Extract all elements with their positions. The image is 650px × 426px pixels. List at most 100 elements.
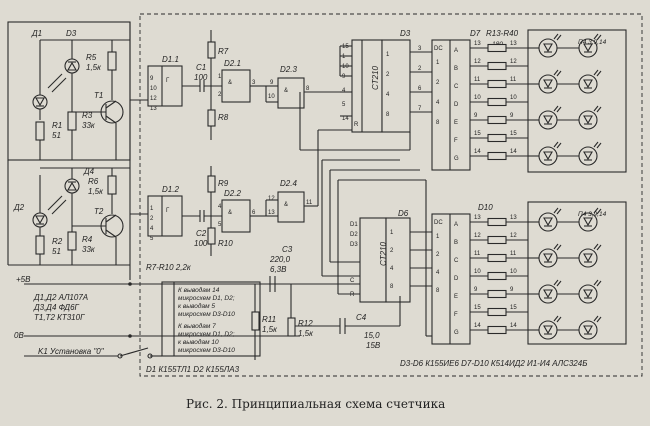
svg-text:4: 4	[386, 92, 390, 98]
pin-number: 15	[474, 131, 481, 137]
label-r9: R9	[218, 179, 229, 188]
svg-text:F: F	[454, 138, 458, 144]
value-r2: 51	[52, 247, 61, 256]
led-icon	[538, 243, 562, 268]
resistor	[487, 79, 507, 89]
svg-text:4: 4	[436, 100, 440, 106]
label-r2: R2	[52, 237, 63, 246]
svg-text:8: 8	[306, 86, 310, 92]
label-p14: П4 3,9,14	[578, 39, 607, 46]
label-c1: C1	[196, 63, 206, 72]
svg-text:4: 4	[342, 88, 346, 94]
svg-text:R: R	[350, 292, 355, 298]
svg-text:1: 1	[436, 60, 440, 66]
svg-text:9: 9	[270, 80, 274, 86]
svg-text:13: 13	[150, 106, 157, 112]
svg-text:Г: Г	[166, 208, 170, 214]
note-a1: К выводам 14	[178, 286, 220, 294]
svg-text:A: A	[454, 222, 458, 228]
svg-text:D1: D1	[350, 222, 358, 228]
pin-number: 14	[474, 149, 481, 155]
svg-text:1: 1	[390, 230, 394, 236]
label-p14-bottom: П4 3,9,14	[578, 211, 607, 218]
svg-text:5: 5	[218, 222, 222, 228]
pin-number: 9	[510, 113, 514, 119]
resistor	[487, 271, 507, 281]
label-d7: D7	[470, 29, 481, 38]
svg-text:6: 6	[252, 210, 256, 216]
svg-text:1: 1	[218, 74, 222, 80]
svg-text:&: &	[228, 80, 232, 86]
label-r7-r10: R7-R10 2,2к	[146, 263, 192, 272]
transistor-t1	[72, 100, 124, 160]
label-d10: D10	[478, 203, 493, 212]
value-r6: 1,5к	[88, 187, 104, 196]
value-r1: 51	[52, 131, 61, 140]
svg-text:DC: DC	[434, 46, 443, 52]
value-r5: 1,5к	[86, 63, 102, 72]
label-c3: C3	[282, 245, 293, 254]
svg-text:F: F	[454, 312, 458, 318]
pin-number: 14	[474, 323, 481, 329]
svg-text:4: 4	[150, 226, 154, 232]
note-b3: к выводам 10	[178, 338, 219, 346]
svg-text:2: 2	[218, 92, 222, 98]
label-0v: 0В	[14, 331, 24, 340]
label-t1: T1	[94, 91, 103, 100]
led-icon	[538, 315, 562, 340]
reset-switch-k1[interactable]	[24, 347, 162, 359]
label-d1-1: D1.1	[162, 55, 179, 64]
label-plus5: +5В	[16, 275, 31, 284]
svg-text:&: &	[228, 210, 232, 216]
svg-text:7: 7	[418, 106, 422, 112]
pin-number: 12	[474, 59, 481, 65]
label-d2-4: D2.4	[280, 179, 297, 188]
svg-text:4: 4	[218, 204, 222, 210]
svg-text:R: R	[354, 122, 359, 128]
pin-number: 12	[474, 233, 481, 239]
svg-text:9: 9	[150, 76, 154, 82]
label-d3: D3	[400, 29, 411, 38]
svg-text:1: 1	[342, 54, 346, 60]
resistor	[487, 307, 507, 317]
note-a4: микросхем D3-D10	[178, 311, 235, 318]
pin-number: 13	[510, 215, 517, 221]
svg-text:E: E	[454, 120, 458, 126]
svg-text:B: B	[454, 240, 458, 246]
value-r12: 1,5к	[298, 329, 314, 338]
parts-line-3: T1,T2 КТ310Г	[34, 313, 85, 322]
value-c4: 15,0	[364, 331, 380, 340]
label-d1-2: D1.2	[162, 185, 179, 194]
resistor-r4	[67, 231, 77, 251]
resistor-r5	[107, 51, 117, 71]
svg-text:11: 11	[306, 200, 313, 206]
note-a2: микросхем D1, D2;	[178, 295, 235, 302]
label-k1: K1 Установка "0"	[38, 347, 105, 356]
counter-d4: 1 2 4 8	[381, 39, 411, 133]
decoder-d7: DC 1 2 4 8 A B C D E F G	[431, 39, 471, 171]
svg-text:2: 2	[386, 72, 390, 78]
svg-text:8: 8	[386, 112, 390, 118]
label-r1: R1	[52, 121, 62, 130]
led-d2	[32, 175, 48, 236]
svg-text:2: 2	[390, 248, 394, 254]
svg-text:1: 1	[150, 206, 154, 212]
label-r13-r40: R13-R40	[486, 29, 519, 38]
svg-text:5: 5	[342, 102, 346, 108]
pin-number: 10	[510, 95, 517, 101]
pin-number: 12	[510, 59, 517, 65]
label-r12: R12	[298, 319, 313, 328]
svg-text:2: 2	[418, 66, 422, 72]
schmitt-trigger-d1-2: Г 1 2 4 5	[147, 195, 183, 242]
svg-text:13: 13	[268, 210, 275, 216]
svg-text:10: 10	[150, 86, 157, 92]
led-icon	[578, 69, 602, 94]
svg-text:G: G	[454, 156, 459, 162]
pin-number: 11	[510, 77, 517, 83]
svg-text:CT210: CT210	[379, 241, 388, 266]
svg-text:12: 12	[268, 196, 275, 202]
svg-text:D2: D2	[350, 232, 358, 238]
note-b1: К выводам 7	[178, 322, 216, 330]
